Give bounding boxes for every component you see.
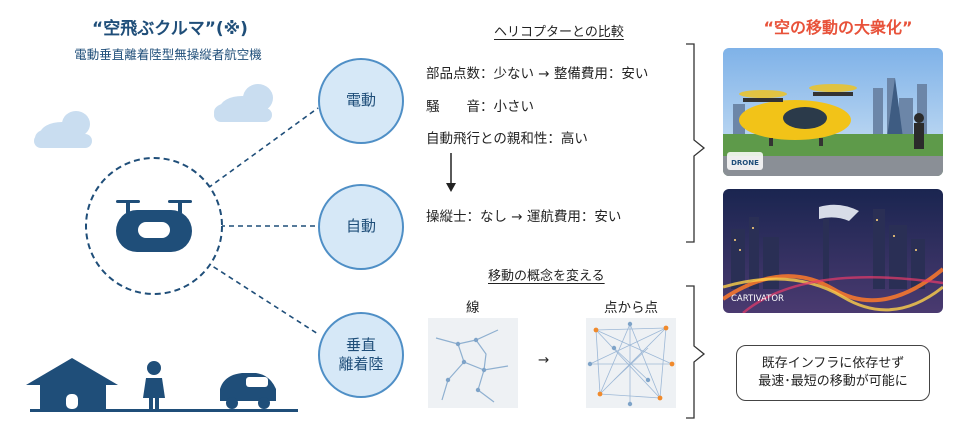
comparison-line-autoflight: 自動飛行との親和性：高い bbox=[426, 131, 588, 147]
person-icon bbox=[143, 361, 165, 409]
left-subtitle: 電動垂直離着陸型無操縦者航空機 bbox=[74, 47, 262, 62]
feature-circle-autonomous: 自動 bbox=[318, 184, 404, 270]
callout-line-1: 既存インフラに依存せず bbox=[761, 356, 905, 372]
right-title: “空の移動の大衆化” bbox=[763, 18, 913, 37]
cartivator-caption: CARTIVATOR bbox=[731, 294, 784, 304]
down-arrow-icon bbox=[446, 153, 456, 192]
drone-logo-text: DRONE bbox=[731, 159, 759, 167]
comparison-line-parts: 部品点数：少ない → 整備費用：安い bbox=[426, 66, 649, 82]
concept-label-line: 線 bbox=[466, 300, 480, 316]
drone-illustration-image: DRONE bbox=[723, 48, 943, 176]
brackets bbox=[686, 43, 706, 419]
left-illustration bbox=[26, 84, 319, 412]
left-title: “空飛ぶクルマ”(※) bbox=[92, 19, 248, 39]
cloud-icon bbox=[34, 111, 92, 148]
concept-heading: 移動の概念を変える bbox=[488, 269, 605, 284]
line-network-diagram bbox=[428, 318, 518, 408]
feature-circle-electric: 電動 bbox=[318, 58, 404, 144]
concept-label-point: 点から点 bbox=[604, 300, 658, 316]
flying-car-icon bbox=[116, 200, 192, 252]
point-network-diagram bbox=[586, 318, 676, 408]
cloud-icon bbox=[214, 84, 273, 122]
house-icon bbox=[26, 358, 118, 409]
car-icon bbox=[220, 373, 276, 409]
comparison-line-noise: 騒 音：小さい bbox=[426, 99, 534, 115]
night-city-image: CARTIVATOR bbox=[723, 189, 943, 313]
callout-line-2: 最速･最短の移動が可能に bbox=[758, 374, 908, 389]
connector-lines bbox=[205, 107, 319, 335]
comparison-line-pilot: 操縦士：なし → 運航費用：安い bbox=[426, 209, 622, 225]
ground-line bbox=[30, 409, 298, 412]
comparison-heading: ヘリコプターとの比較 bbox=[494, 25, 624, 40]
concept-arrow: → bbox=[538, 352, 550, 368]
feature-circle-vtol: 垂直 離着陸 bbox=[318, 312, 404, 398]
callout-box: 既存インフラに依存せず 最速･最短の移動が可能に bbox=[736, 345, 930, 401]
